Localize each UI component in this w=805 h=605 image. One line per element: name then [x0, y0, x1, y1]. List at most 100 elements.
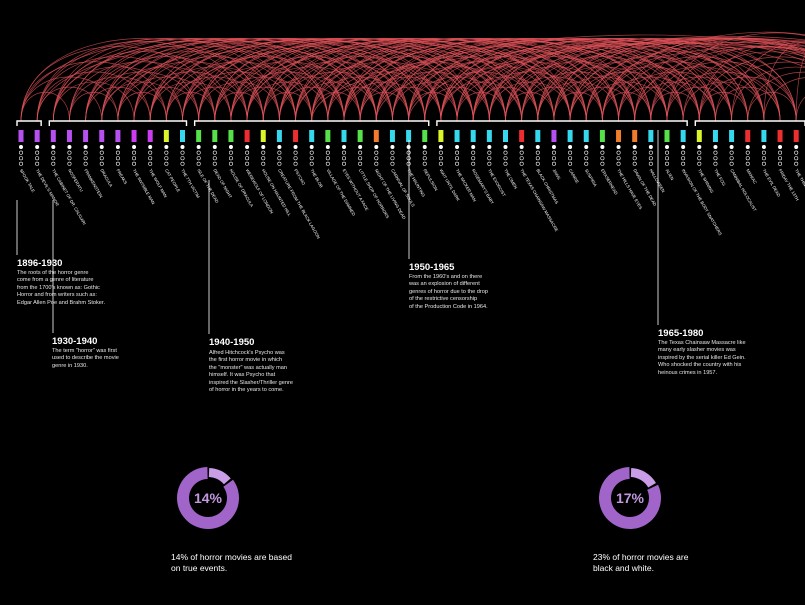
rating-dot — [632, 161, 637, 166]
rating-dot — [438, 145, 443, 150]
era-heading: 1896-1930 — [17, 258, 63, 269]
connection-arc — [505, 91, 555, 122]
movie-title: THE SHINING — [697, 168, 715, 194]
rating-dot — [180, 150, 185, 155]
rating-dot — [180, 145, 185, 150]
rating-dot — [164, 156, 169, 161]
genre-swatch — [115, 130, 121, 142]
movie-title: CAT PEOPLE — [164, 168, 181, 193]
rating-dot — [455, 150, 460, 155]
connection-arc — [763, 41, 805, 122]
genre-swatch — [777, 130, 783, 142]
rating-dot — [374, 156, 379, 161]
connection-arc — [20, 91, 70, 122]
rating-dot — [148, 150, 153, 155]
donut-slice — [630, 468, 656, 488]
rating-dot — [551, 156, 556, 161]
rating-dot — [83, 161, 88, 166]
genre-swatch — [712, 130, 718, 142]
genre-swatch — [486, 130, 492, 142]
era-bracket — [694, 120, 805, 126]
donut-slice — [208, 468, 231, 485]
connection-arc — [133, 41, 345, 122]
rating-dot — [309, 156, 314, 161]
rating-dot — [503, 156, 508, 161]
connection-arc — [166, 76, 264, 122]
rating-dot — [261, 145, 266, 150]
rating-dot — [535, 156, 540, 161]
movie-marker: THE THING — [793, 130, 805, 190]
rating-dot — [132, 150, 137, 155]
movie-marker: ALIEN — [664, 130, 675, 181]
rating-dot — [487, 145, 492, 150]
stat-caption: 14% of horror movies are based on true e… — [171, 552, 292, 573]
genre-swatch — [325, 130, 331, 142]
connection-arc — [424, 41, 636, 122]
rating-dot — [83, 156, 88, 161]
rating-dot — [519, 145, 524, 150]
connection-arc — [569, 41, 781, 122]
movie-marker: CARRIE — [567, 130, 580, 184]
rating-dot — [503, 161, 508, 166]
movie-title: THE OMEN — [503, 168, 518, 190]
donut-remainder — [599, 467, 661, 529]
connection-arc — [327, 71, 442, 122]
rating-dot — [148, 161, 153, 166]
rating-dot — [761, 150, 766, 155]
rating-dot — [487, 150, 492, 155]
rating-dot — [67, 150, 72, 155]
era-leader-lines — [16, 130, 659, 334]
movie-marker: DRACULA — [99, 130, 114, 188]
rating-dot — [648, 156, 653, 161]
rating-dot — [212, 161, 217, 166]
genre-swatch — [551, 130, 557, 142]
donut-chart: 17% — [599, 467, 661, 529]
connection-arc — [618, 87, 684, 122]
rating-dot — [293, 145, 298, 150]
genre-swatch — [599, 130, 605, 142]
rating-dot — [713, 161, 718, 166]
connection-arc — [230, 71, 345, 122]
connection-arc — [424, 87, 490, 122]
movie-marker: VILLAGE OF THE DAMNED — [325, 130, 356, 217]
rating-dot — [600, 145, 605, 150]
connection-arc — [456, 76, 555, 122]
rating-dot — [358, 145, 363, 150]
connection-arc — [117, 76, 216, 122]
rating-dot — [277, 161, 282, 166]
connection-arc — [359, 76, 458, 122]
rating-dot — [51, 145, 56, 150]
connection-arc — [472, 71, 587, 122]
era-bracket — [16, 120, 42, 126]
rating-dot — [212, 150, 217, 155]
connection-arc — [731, 66, 805, 122]
rating-dot — [438, 161, 443, 166]
rating-dot — [293, 156, 298, 161]
genre-swatch — [632, 130, 638, 142]
movie-marker: ERASERHEAD — [599, 130, 619, 195]
connection-arc — [295, 38, 522, 122]
rating-dot — [713, 145, 718, 150]
rating-dot — [309, 145, 314, 150]
rating-dot — [761, 156, 766, 161]
rating-dot — [196, 150, 201, 155]
rating-dot — [487, 161, 492, 166]
rating-dot — [245, 161, 250, 166]
rating-dot — [648, 161, 653, 166]
rating-dot — [745, 161, 750, 166]
rating-dot — [632, 150, 637, 155]
genre-swatch — [648, 130, 654, 142]
connection-arc — [133, 87, 199, 122]
movie-marker: FREAKS — [115, 130, 128, 185]
rating-dot — [664, 156, 669, 161]
rating-dot — [406, 156, 411, 161]
rating-dot — [648, 145, 653, 150]
genre-swatch — [583, 130, 589, 142]
connection-arc — [715, 87, 781, 122]
movie-marker: THE FOG — [712, 130, 727, 187]
connection-arc — [182, 41, 393, 122]
rating-dot — [681, 156, 686, 161]
rating-dot — [455, 156, 460, 161]
rating-dot — [568, 145, 573, 150]
connection-arc — [392, 38, 619, 122]
